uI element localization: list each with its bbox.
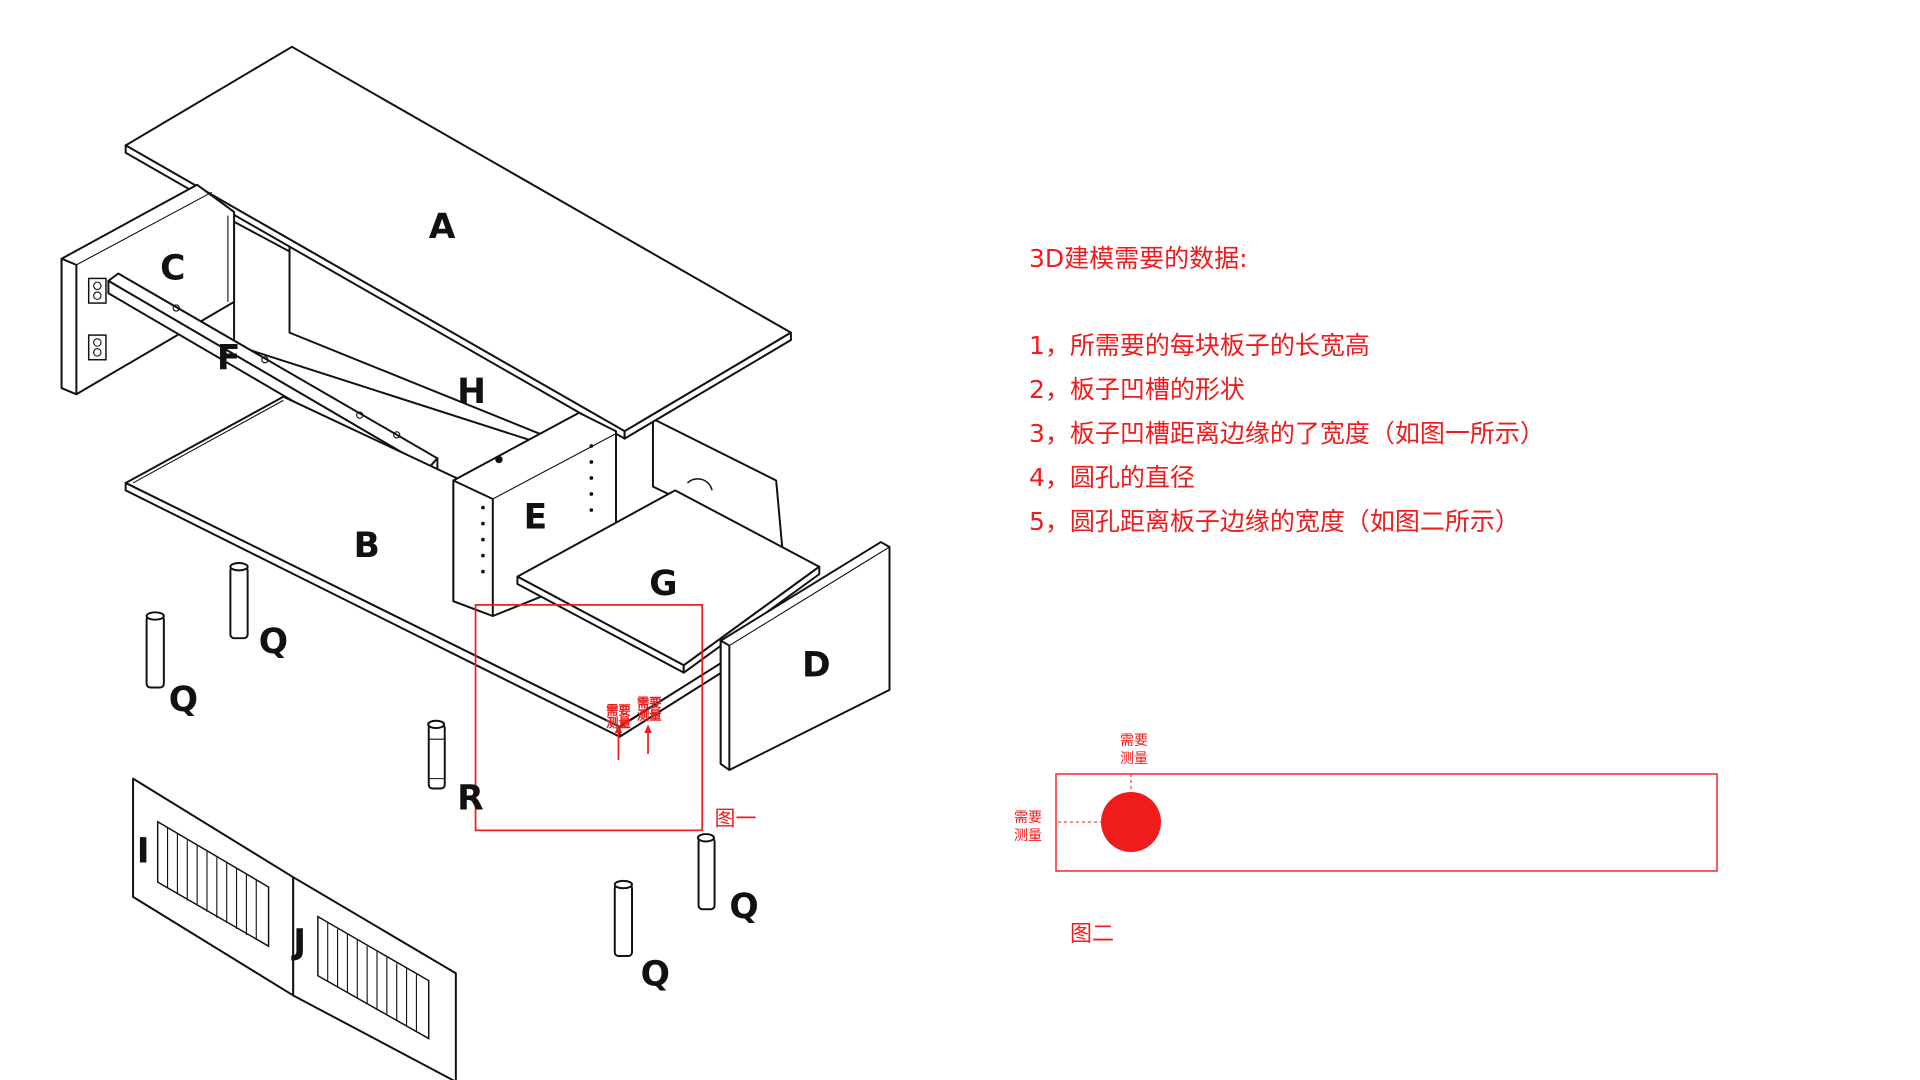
label-f: F xyxy=(217,339,241,379)
hinge-icon xyxy=(87,277,107,304)
figure2-top-measure-line1: 需要 xyxy=(1120,733,1148,749)
label-q-1: Q xyxy=(259,622,288,662)
label-q-2: Q xyxy=(169,680,198,720)
figure1-measure-label-2-line1: 需要 xyxy=(637,695,662,710)
label-e: E xyxy=(524,498,548,538)
panel-a xyxy=(124,45,792,440)
figure1-measure-label-1-line2: 测量 xyxy=(606,715,631,730)
leg-q-3 xyxy=(696,833,716,911)
panel-d xyxy=(719,541,891,771)
notes-title: 3D建模需要的数据: xyxy=(1029,244,1248,273)
label-g: G xyxy=(649,564,677,604)
panel-g xyxy=(516,489,821,674)
label-q-4: Q xyxy=(641,955,670,995)
hinge-icon xyxy=(87,334,107,361)
figure1-caption: 图一 xyxy=(715,806,757,830)
leg-r xyxy=(427,719,446,790)
label-i: I xyxy=(137,831,150,871)
notes-item-5: 5，圆孔距离板子边缘的宽度（如图二所示） xyxy=(1029,507,1520,536)
figure1-measure-label-2-line2: 测量 xyxy=(637,707,662,722)
figure2: 需要 测量 需要 测量 图二 xyxy=(1014,733,1718,947)
notes-item-4: 4，圆孔的直径 xyxy=(1029,463,1195,492)
figure2-board xyxy=(1055,773,1718,872)
figure2-left-measure-line1: 需要 xyxy=(1014,810,1042,826)
label-q-3: Q xyxy=(729,887,758,927)
label-c: C xyxy=(160,249,185,289)
figure1-measure-label-1-line1: 需要 xyxy=(606,703,631,718)
notes-block: 3D建模需要的数据: 1，所需要的每块板子的长宽高 2，板子凹槽的形状 3，板子… xyxy=(1029,244,1545,536)
label-a: A xyxy=(429,207,456,247)
label-r: R xyxy=(457,778,484,818)
figure2-hole xyxy=(1101,792,1161,852)
notes-item-2: 2，板子凹槽的形状 xyxy=(1029,375,1245,404)
figure2-top-measure-line2: 测量 xyxy=(1120,751,1148,767)
leg-q-4 xyxy=(613,879,634,958)
label-h: H xyxy=(457,372,486,412)
door-j xyxy=(292,876,457,1080)
label-d: D xyxy=(802,645,831,685)
figure1-box: 需要 测量 需要 测量 图一 xyxy=(474,604,757,832)
notes-item-1: 1，所需要的每块板子的长宽高 xyxy=(1029,331,1370,360)
exploded-view: 需要 测量 需要 测量 图一 A C F H E B G D Q Q R Q Q… xyxy=(60,45,891,1080)
figure2-caption: 图二 xyxy=(1070,922,1114,947)
figure2-left-measure-line2: 测量 xyxy=(1014,828,1042,844)
notes-item-3: 3，板子凹槽距离边缘的了宽度（如图一所示） xyxy=(1029,419,1545,448)
label-b: B xyxy=(354,526,380,566)
leg-q-2 xyxy=(145,611,165,689)
door-i xyxy=(132,777,295,997)
label-j: J xyxy=(291,923,306,963)
leg-q-1 xyxy=(229,562,249,640)
